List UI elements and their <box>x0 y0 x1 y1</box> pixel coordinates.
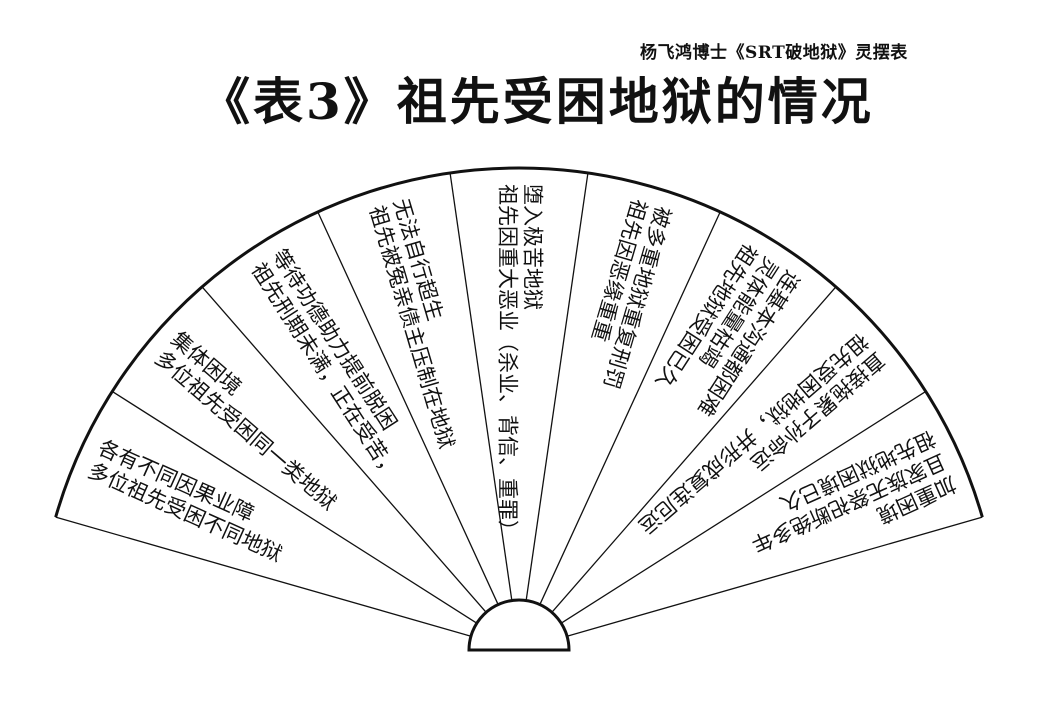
sector-dividers <box>55 172 983 637</box>
sector-divider <box>560 390 927 624</box>
sector-divider <box>201 286 487 613</box>
sector-divider <box>525 172 589 601</box>
chart-subtitle: 杨飞鸿博士《SRT破地狱》灵摆表 <box>640 43 908 63</box>
sector-labels: 多位祖先受困不同地狱各有不同因果业障多位祖先受困同一类地狱集体困境祖先刑期未满，… <box>84 184 959 566</box>
sector-divider <box>111 390 478 624</box>
sector-label-line: 祖先因重大恶业（杀业、背信、重罪） <box>496 184 520 541</box>
sector-divider <box>55 516 472 637</box>
sector-divider <box>551 286 837 613</box>
sector-5: 祖先因重大恶业（杀业、背信、重罪）堕入极苦地狱 <box>496 184 545 541</box>
fan-inner-arc <box>467 598 571 652</box>
sector-divider <box>317 211 499 605</box>
sector-divider <box>539 211 721 605</box>
sector-divider <box>449 172 513 601</box>
sector-divider <box>566 516 983 637</box>
sector-label-line: 堕入极苦地狱 <box>521 184 545 310</box>
chart-title: 《表3》祖先受困地狱的情况 <box>200 72 874 131</box>
fan-outer-arc <box>54 166 984 518</box>
